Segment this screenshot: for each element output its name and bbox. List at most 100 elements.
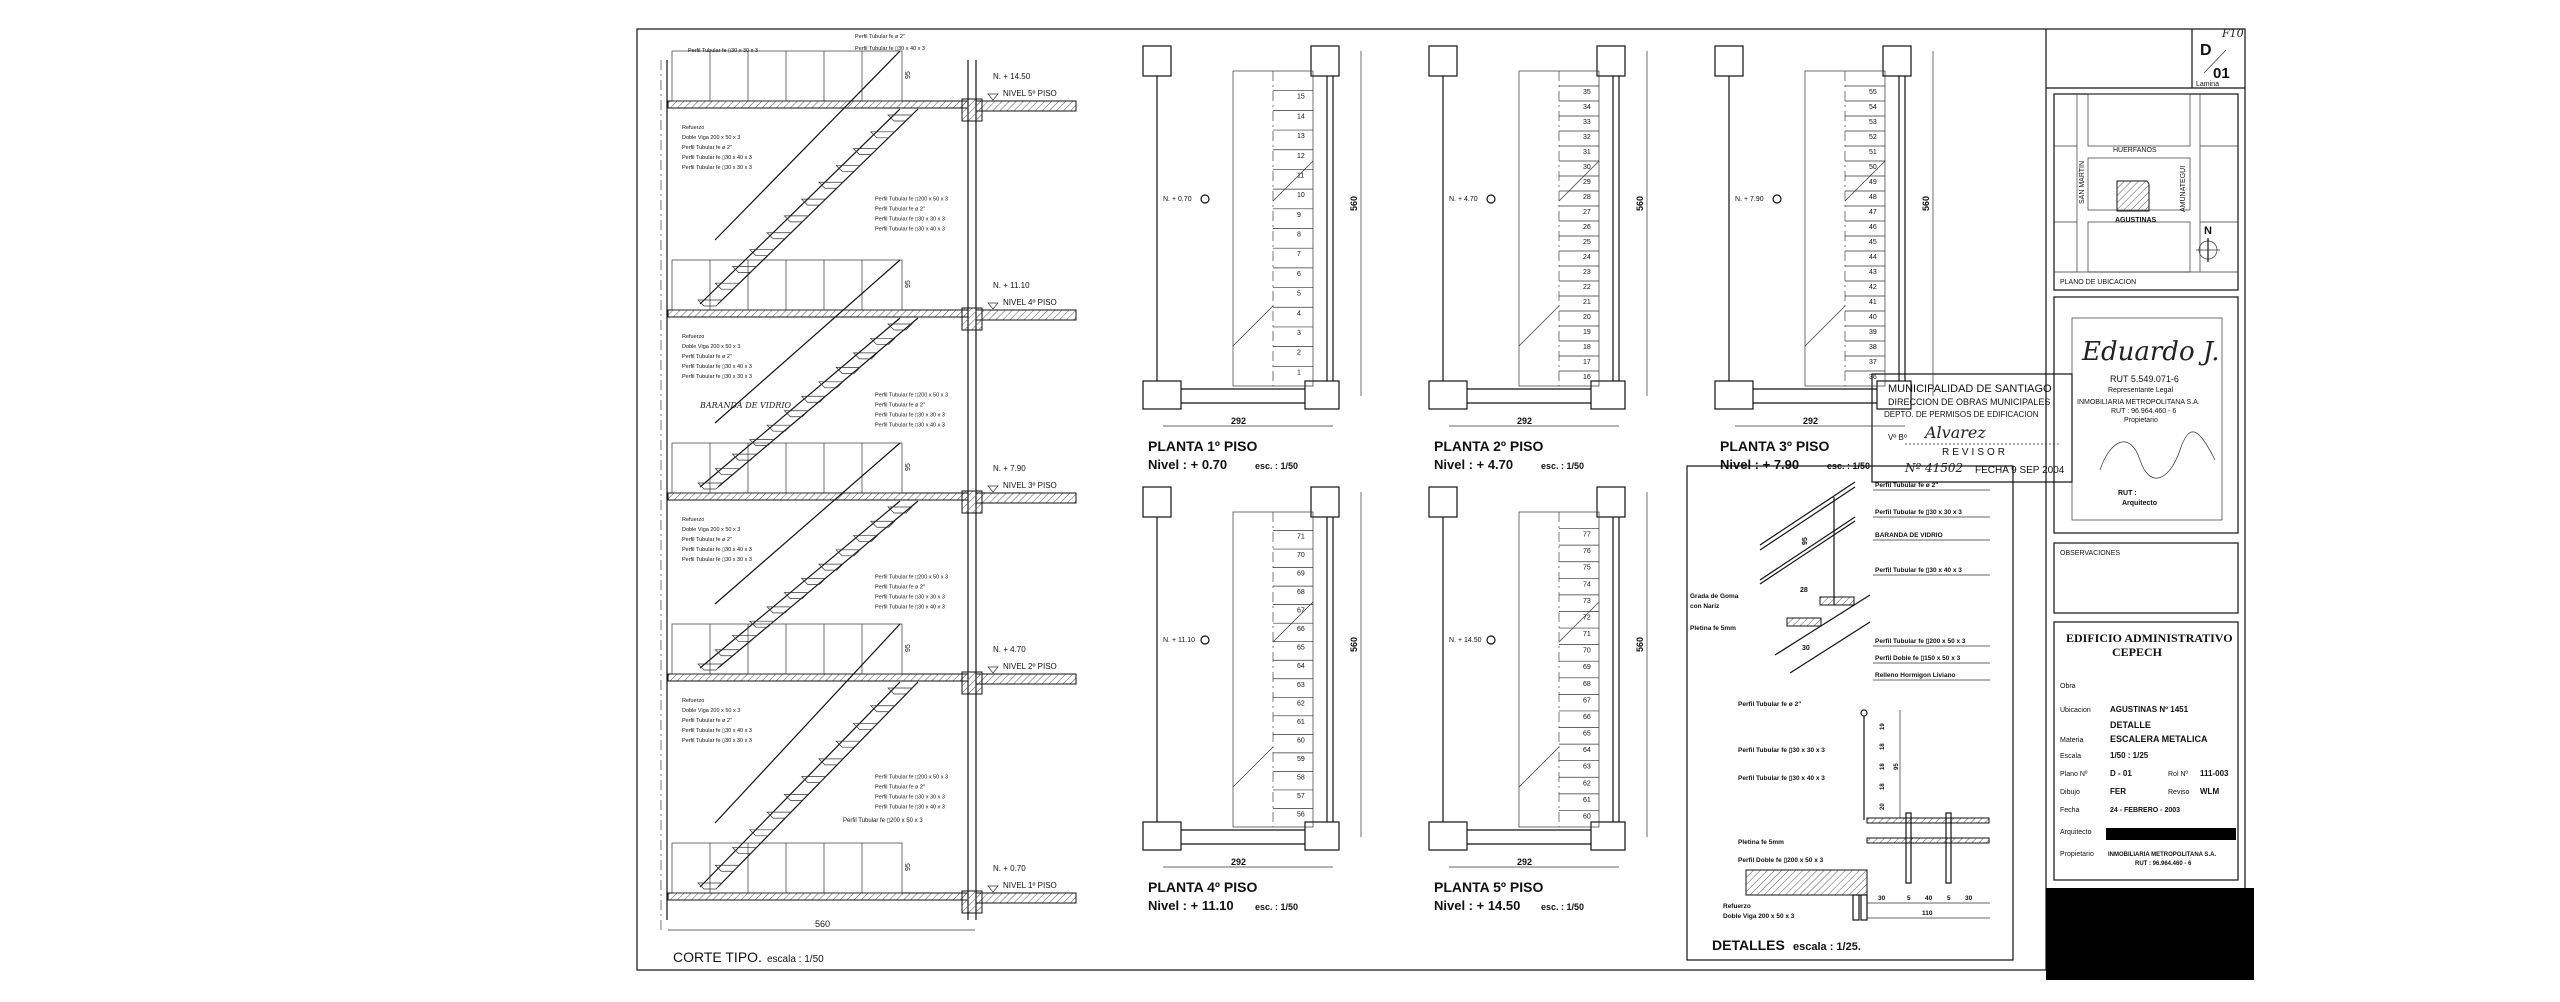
step-number: 46 [1869, 224, 1877, 231]
step-number: 67 [1583, 697, 1591, 704]
step-number: 72 [1583, 614, 1591, 621]
step-number: 69 [1297, 571, 1305, 578]
corte-note: Perfil Tubular fe ▯30 x 30 x 3 [875, 413, 945, 419]
stair-tread [869, 131, 896, 139]
width-dim: 292 [1231, 857, 1246, 867]
corte-note: Perfil Tubular fe ø 2" [682, 354, 732, 360]
street-amunategui: AMUNATEGUI [2180, 166, 2187, 212]
location-plan: HUERFANOS SAN MARTIN AMUNATEGUI AGUSTINA… [2053, 93, 2239, 291]
stair-tread [697, 299, 723, 307]
detail-dim: 18 [1880, 763, 1886, 770]
step-number: 74 [1583, 581, 1591, 588]
location-plan-title: PLANO DE UBICACION [2060, 279, 2136, 286]
level-marker-icon [1772, 194, 1782, 204]
isometric-detail [1759, 481, 1871, 674]
plan-title: PLANTA 2º PISO [1434, 438, 1543, 454]
step-number: 48 [1869, 194, 1877, 201]
height-dim: 95 [905, 863, 912, 871]
step-number: 43 [1869, 269, 1877, 276]
field-label: Escala [2060, 753, 2081, 760]
depth-dim: 560 [1635, 637, 1645, 652]
landing-line [1232, 746, 1274, 788]
section-detail [1745, 709, 1990, 921]
column [1428, 45, 1458, 77]
corte-note: Refuerzo [682, 125, 704, 131]
field-label: Ubicacion [2060, 707, 2091, 714]
detail-dim: 40 [1925, 895, 1933, 902]
column [1596, 486, 1626, 518]
field-value: 24 - FEBRERO - 2003 [2110, 807, 2180, 814]
corte-note: Perfil Tubular fe ▯200 x 50 x 3 [875, 575, 948, 581]
floor-slab [667, 492, 969, 501]
stair-tread [800, 578, 827, 585]
plan-level-mark: N. + 11.10 [1163, 637, 1195, 644]
detail-dim: 18 [1880, 743, 1886, 750]
width-dim: 292 [1803, 416, 1818, 426]
column [1882, 45, 1912, 77]
stair-tread [852, 148, 879, 155]
field-value-2: WLM [2200, 787, 2219, 796]
detail-note: Pletina fe 5mm [1738, 839, 1784, 846]
field-label: Materia [2060, 737, 2083, 744]
field-value: DETALLE [2110, 720, 2151, 730]
step-number: 34 [1583, 104, 1591, 111]
level-name: NIVEL 3º PISO [1003, 481, 1057, 490]
detail-dim: 20 [1880, 803, 1886, 810]
corte-note: Perfil Tubular fe ▯30 x 40 x 3 [682, 364, 752, 370]
level-name: NIVEL 2º PISO [1003, 662, 1057, 671]
depth-dim: 560 [1921, 196, 1931, 211]
step-number: 28 [1583, 194, 1591, 201]
stair-stringer [699, 681, 901, 888]
stair-tread [731, 635, 758, 642]
detail-note: Perfil Doble fe ▯150 x 50 x 3 [1875, 655, 1961, 662]
stair-tread [697, 663, 723, 671]
stair-tread [887, 323, 913, 331]
step-number: 5 [1297, 291, 1301, 298]
stair-tread [818, 181, 844, 189]
beam [961, 890, 983, 914]
level-name: NIVEL 1º PISO [1003, 881, 1057, 890]
step-number: 60 [1297, 737, 1305, 744]
column [1428, 380, 1468, 410]
step-number: 23 [1583, 269, 1591, 276]
rut-legal: RUT 5.549.071-6 [2110, 374, 2179, 384]
stair-tread [783, 592, 810, 599]
corte-note: Perfil Tubular fe ▯30 x 30 x 3 [875, 217, 945, 223]
detail-note: Perfil Tubular fe ø 2" [1875, 482, 1938, 489]
column [1142, 486, 1172, 518]
corte-note: Perfil Tubular fe ▯200 x 50 x 3 [875, 393, 948, 399]
field-value: 1/50 : 1/25 [2110, 751, 2149, 760]
height-dim: 95 [905, 644, 912, 652]
stair-tread [766, 424, 792, 432]
handrail [714, 623, 901, 824]
field-label-2: Rol Nº [2168, 771, 2189, 778]
project-info: EDIFICIO ADMINISTRATIVO CEPECH ObraUbica… [2053, 621, 2239, 881]
step-number: 56 [1297, 811, 1305, 818]
step-number: 61 [1583, 797, 1591, 804]
handrail [714, 50, 901, 241]
beam [961, 307, 983, 331]
floor-slab [667, 673, 969, 682]
column [1428, 821, 1468, 851]
detalles-panel: Perfil Tubular fe ø 2" Perfil Tubular fe … [1686, 465, 2014, 961]
step-number: 65 [1297, 645, 1305, 652]
detail-note: Perfil Tubular fe ø 2" [1738, 701, 1801, 708]
stair-tread [852, 535, 879, 542]
step-number: 30 [1583, 164, 1591, 171]
step-number: 62 [1297, 700, 1305, 707]
corte-note: Perfil Tubular fe ▯30 x 40 x 3 [855, 46, 925, 52]
legal-role: Representante Legal [2108, 387, 2173, 394]
stair-tread [697, 882, 723, 890]
plan-title: PLANTA 4º PISO [1148, 879, 1257, 895]
width-dim: 292 [1517, 857, 1532, 867]
step-number: 61 [1297, 719, 1305, 726]
plan-level: Nivel : + 7.90 [1720, 457, 1799, 472]
company-name: INMOBILIARIA METROPOLITANA S.A. [2077, 399, 2200, 406]
level-name: NIVEL 4º PISO [1003, 298, 1057, 307]
handrail [714, 259, 901, 424]
stair-tread [800, 776, 827, 783]
step-number: 52 [1869, 134, 1877, 141]
step-number: 29 [1583, 179, 1591, 186]
